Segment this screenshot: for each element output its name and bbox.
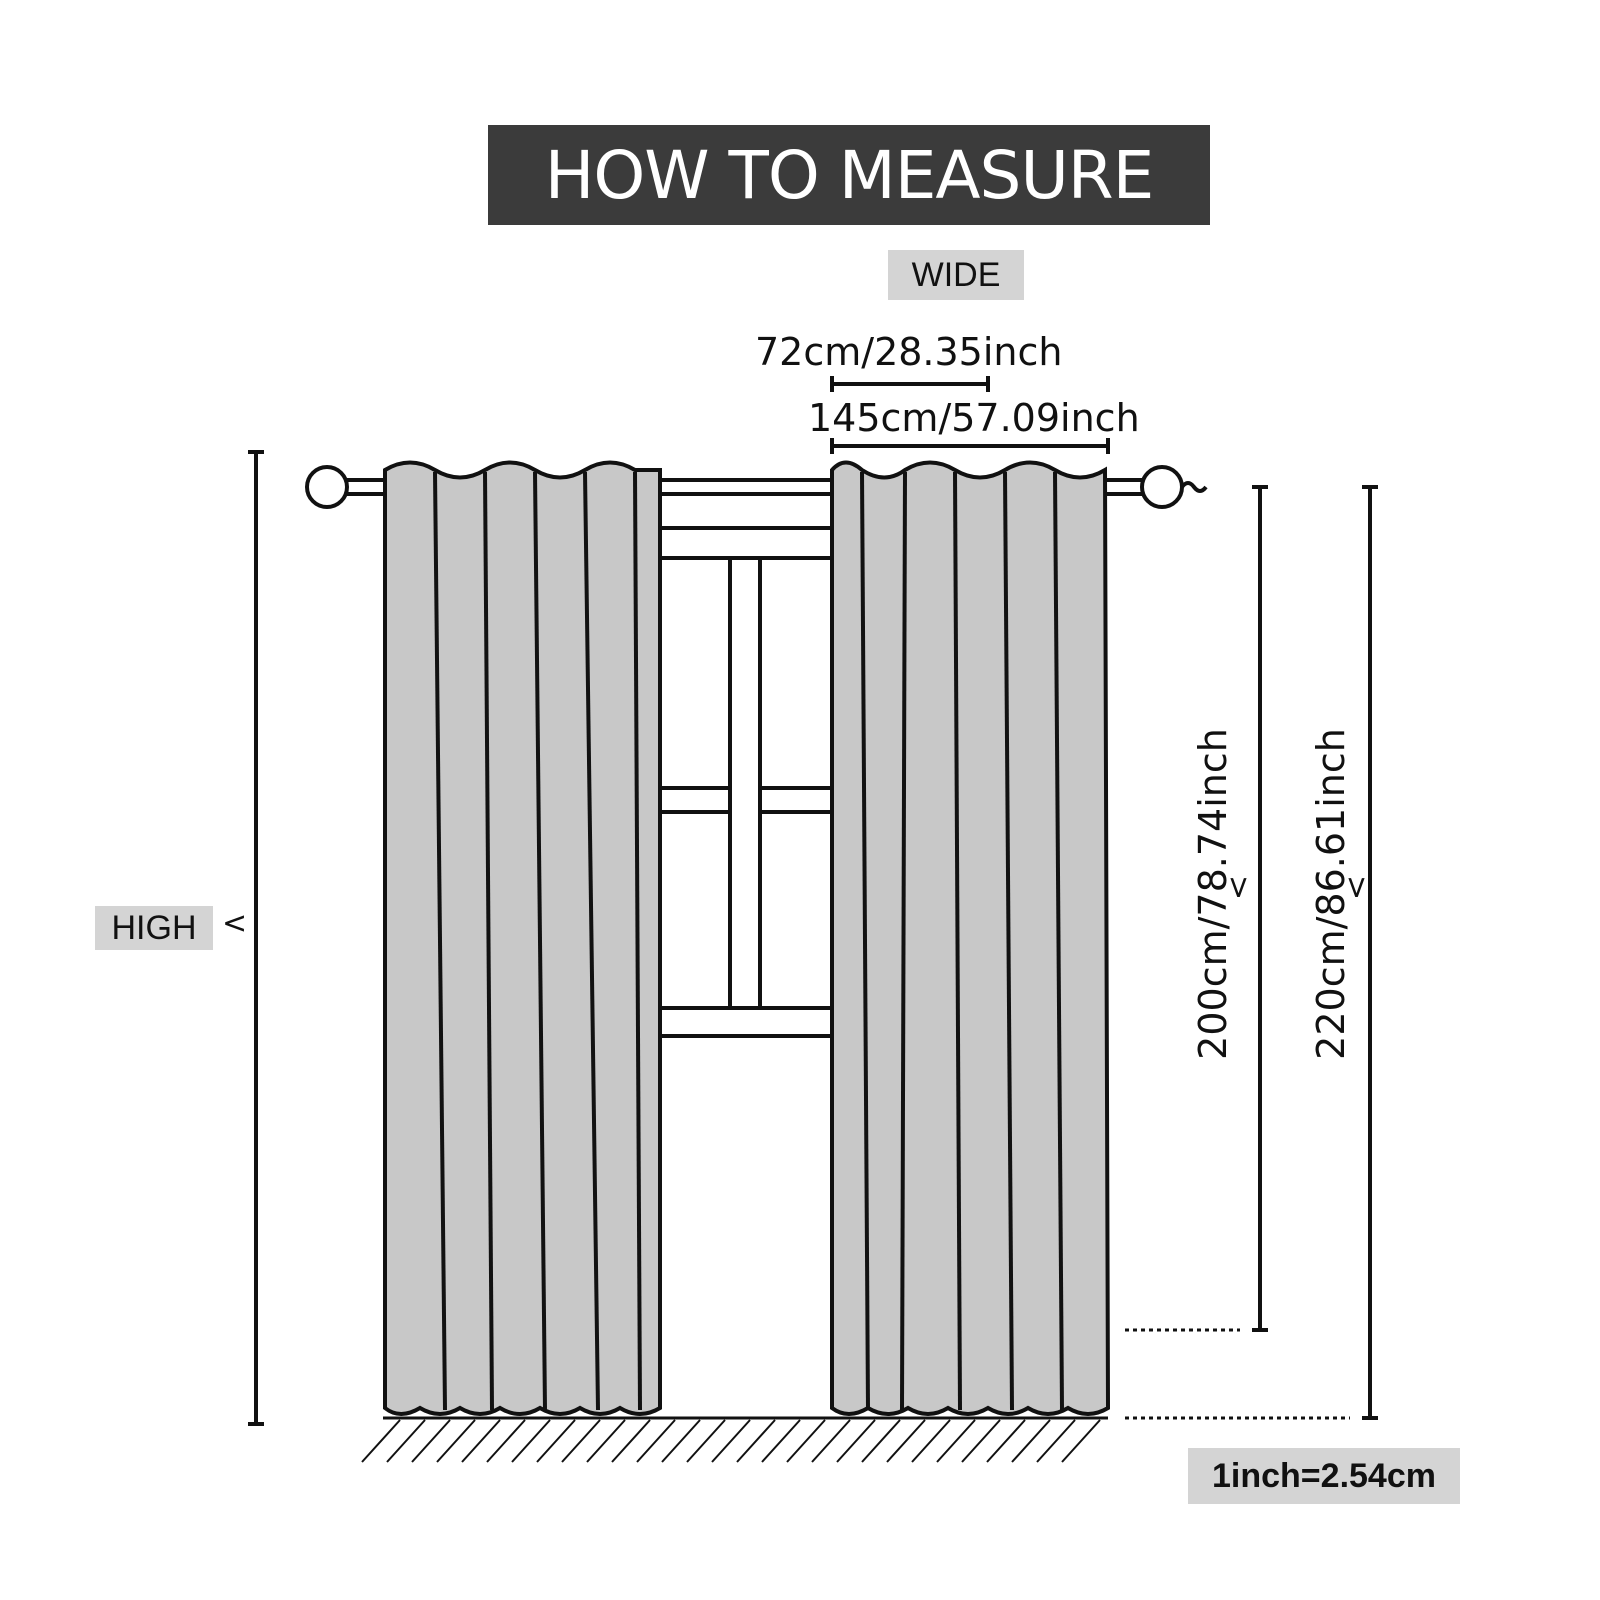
left-curtain-panel — [383, 460, 662, 1416]
floor-hatch-mark — [536, 1419, 576, 1463]
wide-label: WIDE — [888, 250, 1024, 300]
length-short-caret: < — [1221, 874, 1257, 901]
length-long-line — [1125, 485, 1378, 1420]
length-short-line — [1125, 485, 1268, 1332]
floor-hatch-mark — [961, 1419, 1001, 1463]
floor-hatch-mark — [686, 1419, 726, 1463]
floor-hatch-mark — [1036, 1419, 1076, 1463]
floor-hatch-mark — [636, 1419, 676, 1463]
floor-hatch-mark — [1061, 1419, 1101, 1463]
panel-width-dimension: 145cm/57.09inch — [808, 396, 1140, 440]
floor-hatch-mark — [861, 1419, 901, 1463]
right-curtain-panel — [830, 460, 1111, 1416]
floor-hatch-mark — [511, 1419, 551, 1463]
floor-hatch-mark — [1011, 1419, 1051, 1463]
high-dimension-line — [248, 450, 264, 1426]
floor-hatch-mark — [911, 1419, 951, 1463]
floor-hatch-mark — [811, 1419, 851, 1463]
floor-hatch-mark — [761, 1419, 801, 1463]
unit-conversion-badge: 1inch=2.54cm — [1188, 1448, 1460, 1504]
floor-hatch-mark — [886, 1419, 926, 1463]
floor-hatch-mark — [436, 1419, 476, 1463]
floor-hatch-mark — [936, 1419, 976, 1463]
floor-hatch-mark — [736, 1419, 776, 1463]
floor-hatch-mark — [361, 1419, 401, 1463]
length-long-caret: < — [1339, 874, 1375, 901]
high-label: HIGH — [95, 906, 213, 950]
high-caret: < — [222, 906, 248, 941]
floor-hatch-mark — [711, 1419, 751, 1463]
width-dimension-lines — [830, 376, 1110, 454]
floor-hatch-mark — [661, 1419, 701, 1463]
window-frame-icon — [660, 526, 830, 1038]
floor-hatch-mark — [411, 1419, 451, 1463]
floor-hatch-mark — [561, 1419, 601, 1463]
floor-hatch-icon — [361, 1416, 1108, 1463]
half-width-dimension: 72cm/28.35inch — [755, 330, 1063, 374]
floor-hatch-mark — [836, 1419, 876, 1463]
page-title: HOW TO MEASURE — [488, 125, 1210, 225]
floor-hatch-mark — [586, 1419, 626, 1463]
floor-hatch-mark — [611, 1419, 651, 1463]
floor-hatch-mark — [461, 1419, 501, 1463]
floor-hatch-mark — [486, 1419, 526, 1463]
floor-hatch-mark — [986, 1419, 1026, 1463]
floor-hatch-mark — [786, 1419, 826, 1463]
floor-hatch-mark — [386, 1419, 426, 1463]
